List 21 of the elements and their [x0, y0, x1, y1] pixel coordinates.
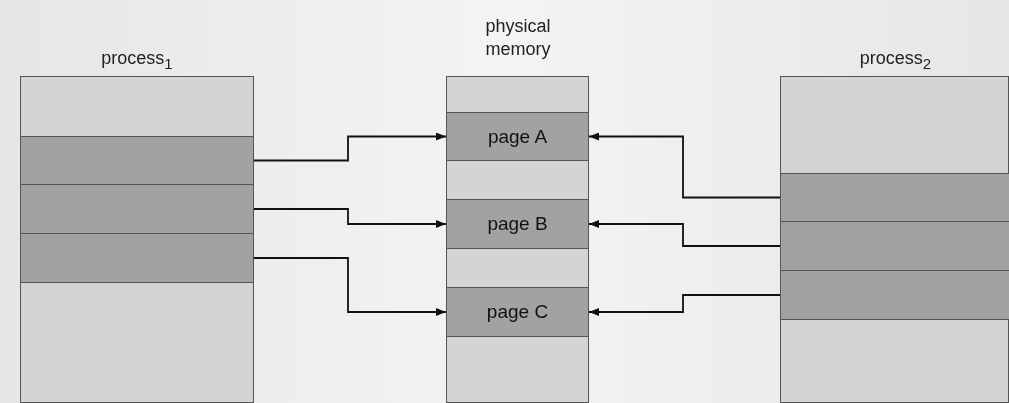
- column-heading: process$_{1}$: [100, 47, 174, 74]
- memory-block: [780, 221, 1009, 271]
- arrow: [253, 208, 447, 228]
- column-heading: process$_{2}$: [858, 47, 933, 74]
- page-label: page B: [487, 213, 548, 235]
- arrow: [253, 132, 447, 162]
- page-label: page C: [486, 301, 549, 323]
- memory-block: [20, 233, 254, 283]
- arrow: [253, 257, 447, 316]
- arrow: [588, 220, 781, 247]
- memory-block: [780, 173, 1009, 222]
- memory-block: [20, 136, 254, 185]
- page-block: [446, 287, 589, 337]
- memory-block: [780, 270, 1009, 320]
- page-block: [446, 112, 589, 161]
- page-block: [446, 199, 589, 249]
- column-heading: physical memory: [484, 15, 552, 61]
- arrow: [588, 132, 781, 199]
- arrow: [588, 294, 781, 316]
- page-label: page A: [487, 125, 548, 148]
- memory-block: [20, 184, 254, 234]
